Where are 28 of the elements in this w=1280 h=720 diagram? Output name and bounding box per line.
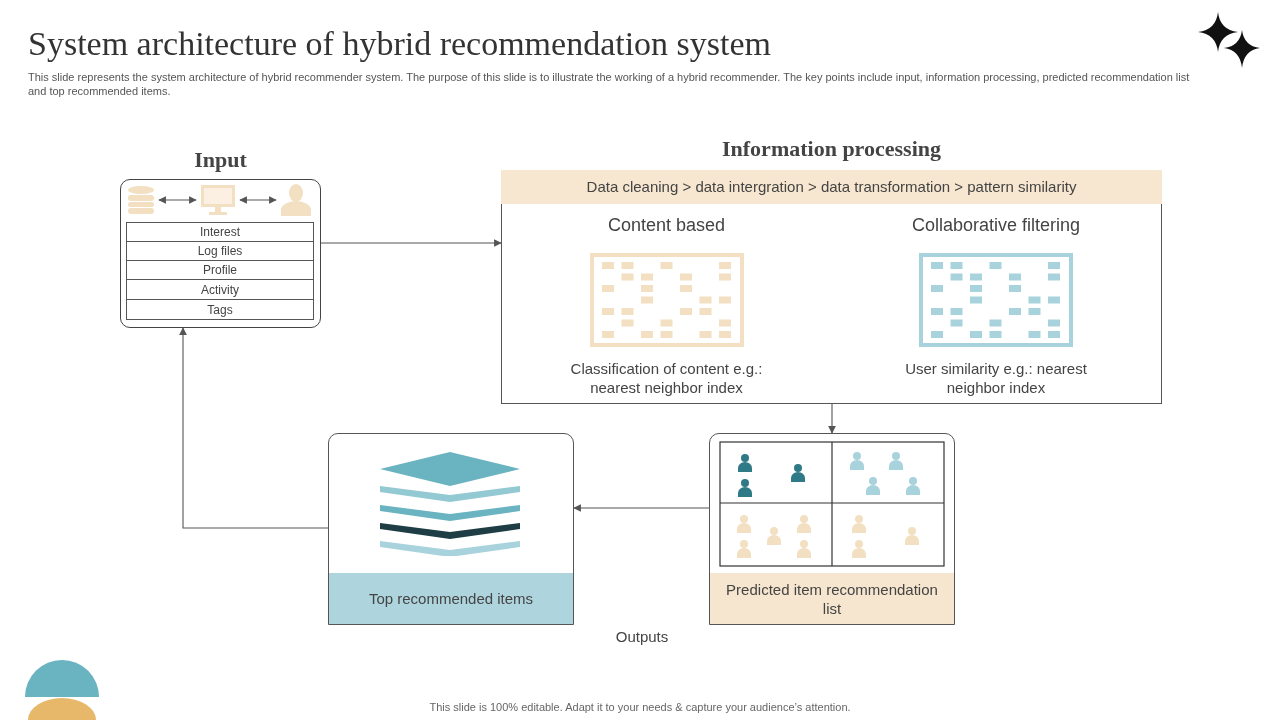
table-row: Interest: [126, 222, 314, 242]
panel-title: Collaborative filtering: [911, 214, 1081, 237]
arrow: [828, 403, 836, 434]
panel-title: Content based: [607, 214, 726, 237]
slide-title: System architecture of hybrid recommendation system: [28, 24, 772, 64]
card-caption: Predicted item recommendation list: [710, 573, 954, 624]
footer-note: This slide is 100% editable. Adapt it to your needs & capture your audience’s attention.: [428, 700, 852, 715]
table-row: Activity: [126, 279, 314, 300]
output-card: [328, 433, 574, 625]
panel-description: Classification of content e.g.: nearest neighbor index: [569, 359, 764, 397]
method-panel: [501, 204, 832, 404]
card-caption: Top recommended items: [329, 573, 573, 624]
section-heading: Input: [193, 149, 248, 171]
process-band: Data cleaning > data intergration > data transformation > pattern similarity: [501, 170, 1162, 204]
method-panel: [831, 204, 1162, 404]
table-row: Log files: [126, 241, 314, 261]
arrow: [179, 327, 329, 529]
slide-description: This slide represents the system architecture of hybrid recommender system. The purpose of this slide is to illustrate the working of a hybrid recommender. The key points include input, information processing, predicted recommendation list and top recommended items.: [28, 70, 1191, 98]
arrow: [239, 196, 277, 204]
panel-description: User similarity e.g.: nearest neighbor index: [904, 359, 1088, 397]
arrow: [158, 196, 197, 204]
arrow: [320, 239, 502, 247]
table-row: Profile: [126, 260, 314, 280]
table-row: Tags: [126, 299, 314, 320]
output-card: [709, 433, 955, 625]
section-label: Outputs: [614, 627, 670, 647]
section-heading: Information processing: [721, 138, 942, 160]
arrow: [573, 504, 710, 512]
